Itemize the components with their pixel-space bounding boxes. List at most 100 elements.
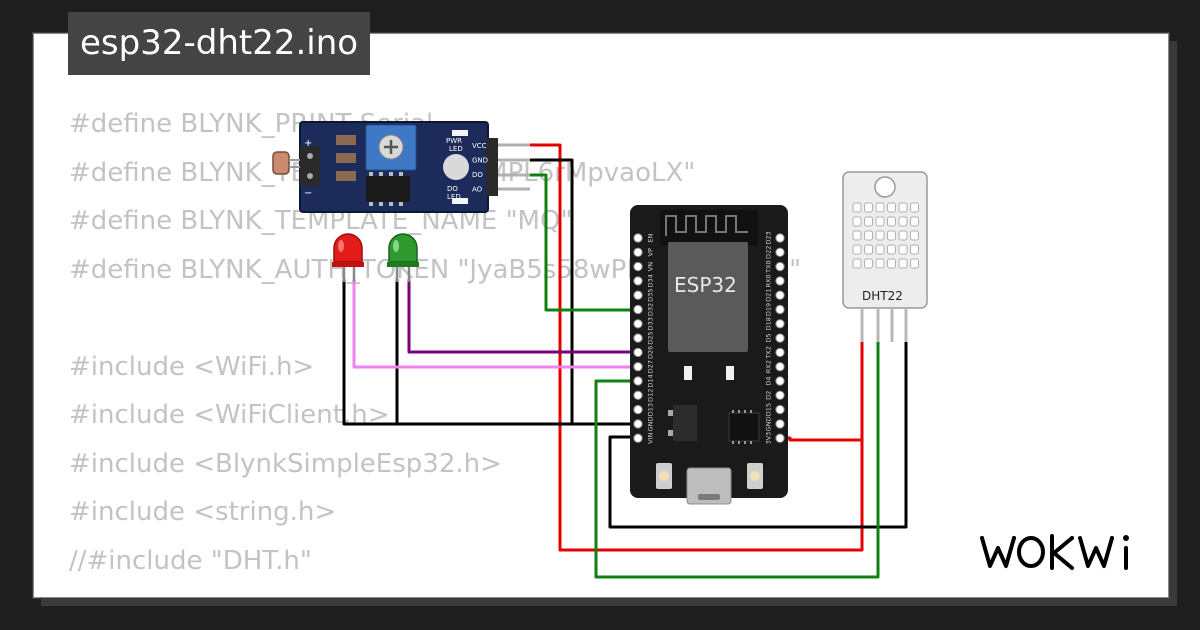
dht22-vent xyxy=(887,230,896,241)
code-line: #include <WiFi.h> xyxy=(69,351,315,382)
esp32-pin[interactable] xyxy=(775,247,785,258)
dht22-vent xyxy=(887,258,896,269)
code-line: #include <BlynkSimpleEsp32.h> xyxy=(69,448,502,479)
esp32-pin[interactable] xyxy=(633,261,643,272)
dht22-vent xyxy=(864,230,873,241)
esp32-pin[interactable] xyxy=(633,290,643,300)
esp32-pin-label: D15 xyxy=(765,403,773,416)
esp32-pin[interactable] xyxy=(633,276,643,286)
esp32-pin-label: RX2 xyxy=(765,360,773,373)
esp32-pin[interactable] xyxy=(633,233,643,243)
esp32-pin[interactable] xyxy=(633,433,643,443)
esp32-pin-label: VN xyxy=(647,262,655,271)
wire-red-3v3 xyxy=(776,436,864,442)
esp32-pin-label: TX2 xyxy=(765,346,773,360)
esp32-pin-label: D27 xyxy=(647,360,655,373)
dht22-vent xyxy=(898,230,908,241)
en-button[interactable] xyxy=(747,463,763,489)
wokwi-logo xyxy=(980,534,1129,570)
green-led[interactable] xyxy=(387,233,419,282)
dht22-vent xyxy=(875,202,885,213)
dht22-vent xyxy=(910,244,919,255)
sensor-pin-label: VCC xyxy=(472,142,487,150)
esp32-pin[interactable] xyxy=(775,390,785,400)
esp32-pin[interactable] xyxy=(775,362,785,372)
esp32-pin[interactable] xyxy=(775,276,785,286)
esp32-pin[interactable] xyxy=(633,347,643,358)
dht22-sensor[interactable]: DHT22 xyxy=(842,171,928,342)
esp32-pin[interactable] xyxy=(775,419,785,429)
wire-purple-led xyxy=(407,278,642,354)
esp32-pin[interactable] xyxy=(775,404,785,415)
dht22-vent xyxy=(887,244,896,255)
wire-pink-led xyxy=(352,278,642,369)
project-card: #define BLYNK_PRINT Serial#define BLYNK_… xyxy=(33,33,1169,598)
dht22-vent xyxy=(875,258,885,269)
esp32-pin[interactable] xyxy=(633,419,643,429)
dht22-vent xyxy=(910,258,919,269)
svg-text:LED: LED xyxy=(449,145,463,153)
esp32-pin[interactable] xyxy=(775,290,785,300)
svg-text:DO: DO xyxy=(447,185,458,193)
boot-button[interactable] xyxy=(656,463,672,489)
esp32-pin-label: D4 xyxy=(765,376,773,385)
esp32-pin-label: D14 xyxy=(647,374,655,387)
wire-green-do xyxy=(496,173,642,312)
wire-black-led-red xyxy=(342,278,642,426)
wire-black-dht-gnd xyxy=(608,338,908,529)
esp32-pin[interactable] xyxy=(633,362,643,372)
red-led[interactable] xyxy=(332,233,364,282)
dht22-vent xyxy=(864,216,873,227)
wire-black-sensor-gnd xyxy=(496,158,642,426)
esp32-pin-label: EN xyxy=(647,233,655,242)
esp32-pin-label: D18 xyxy=(765,317,773,330)
svg-text:−: − xyxy=(304,188,312,199)
esp32-pin-label: GND xyxy=(647,416,655,431)
esp32-pin-label: D2 xyxy=(765,391,773,400)
esp32-pin[interactable] xyxy=(775,261,785,272)
dht22-vent xyxy=(898,202,908,213)
esp32-pin-label: VIN xyxy=(647,432,655,443)
esp32-pin-label: VP xyxy=(647,248,655,256)
esp32-pin-label: D25 xyxy=(647,331,655,344)
dht22-vent xyxy=(852,230,862,241)
dht22-vent xyxy=(864,244,873,255)
esp32-pin[interactable] xyxy=(633,333,643,343)
code-line: #include <string.h> xyxy=(69,497,337,527)
dht22-vent xyxy=(864,258,873,269)
esp32-pin[interactable] xyxy=(633,304,643,315)
esp32-pin[interactable] xyxy=(775,433,785,443)
esp32-pin[interactable] xyxy=(775,333,785,343)
dht22-vent xyxy=(852,202,862,213)
esp32-pin[interactable] xyxy=(633,376,643,386)
dht22-vent xyxy=(910,216,919,227)
esp32-pin[interactable] xyxy=(633,390,643,400)
esp32-pin[interactable] xyxy=(633,319,643,329)
esp32-pin-label: D13 xyxy=(647,403,655,416)
dht22-label: DHT22 xyxy=(862,289,903,303)
esp32-pin[interactable] xyxy=(633,404,643,415)
esp32-pin[interactable] xyxy=(775,233,785,243)
esp32-pin-label: D34 xyxy=(647,274,655,287)
dht22-vent xyxy=(864,202,873,213)
esp32-pin-label: D33 xyxy=(647,317,655,330)
esp32-pin-label: TX0 xyxy=(765,260,773,274)
esp32-pin[interactable] xyxy=(775,304,785,315)
dht22-vent xyxy=(887,202,896,213)
esp32-pin[interactable] xyxy=(633,247,643,258)
esp32-pin[interactable] xyxy=(775,347,785,358)
sensor-pin-label: AO xyxy=(472,186,483,194)
dht22-vent xyxy=(852,258,862,269)
wire-green-dht-data xyxy=(594,338,880,579)
dht22-vent xyxy=(875,244,885,255)
esp32-pin[interactable] xyxy=(775,376,785,386)
esp32-pin[interactable] xyxy=(775,319,785,329)
esp32-pin-label: RX0 xyxy=(765,274,773,287)
potentiometer[interactable] xyxy=(365,124,417,171)
esp32-pin-label: 3V3 xyxy=(765,432,773,445)
esp32-pin-label: D5 xyxy=(765,334,773,343)
esp32-pin-label: D19 xyxy=(765,303,773,316)
light-sensor-module[interactable]: + − PWR LED DO LED xyxy=(272,121,530,213)
